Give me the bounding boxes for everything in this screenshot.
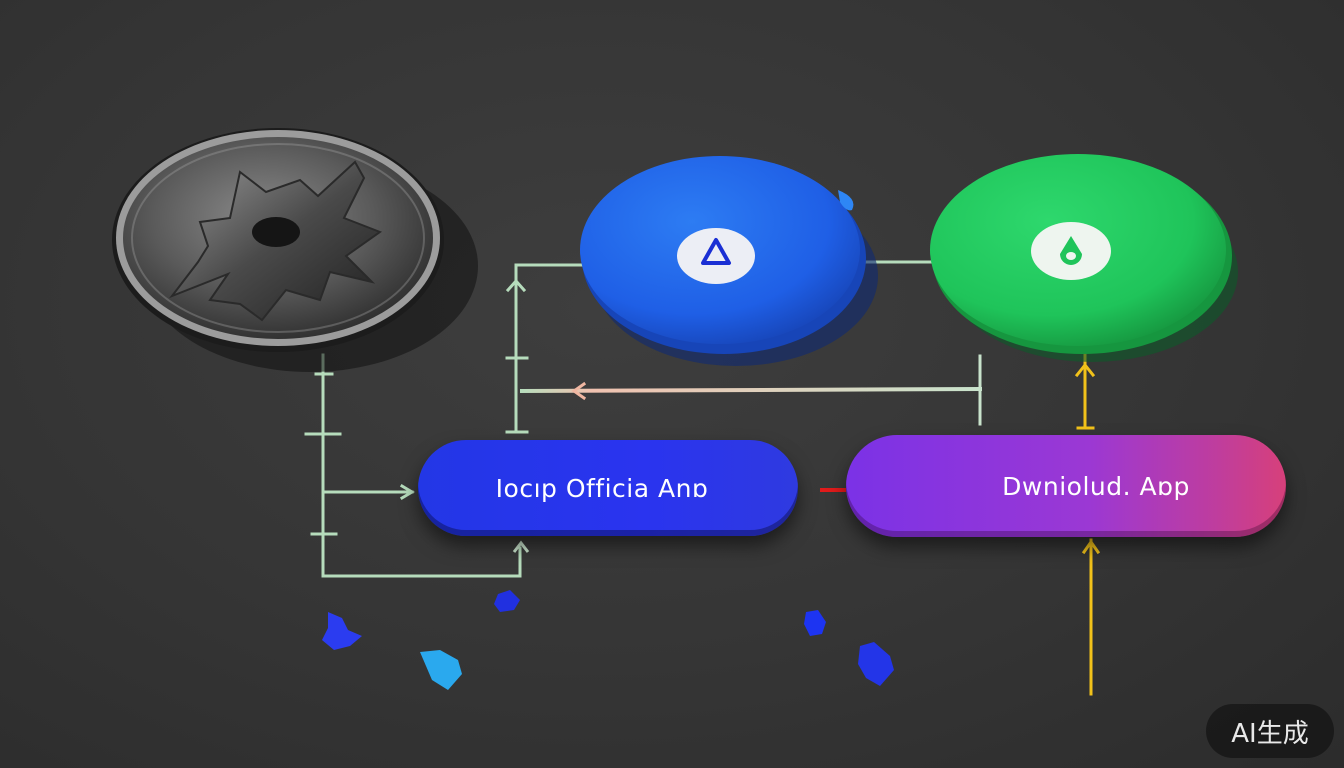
droplet-icon: [1060, 236, 1082, 265]
connector-yellow: [1074, 350, 1101, 696]
connector-small-arrow: [512, 540, 530, 553]
triangle-icon: [701, 238, 731, 265]
decorative-shards: [322, 590, 894, 690]
official-app-label: Iocıp Officia Anɒ: [495, 473, 709, 503]
ai-generated-label: AI生成: [1231, 718, 1309, 749]
connector-return-arrow: [519, 354, 983, 426]
connector-blue-loop: [505, 263, 587, 434]
download-app-button[interactable]: Dwniolud. Aɒp: [846, 435, 1286, 537]
app-green-node[interactable]: [930, 154, 1238, 362]
connector-gear-to-official: [304, 353, 522, 578]
gear-icon: [169, 160, 383, 322]
settings-node[interactable]: [112, 128, 478, 372]
app-blue-node[interactable]: [580, 156, 878, 366]
official-app-button[interactable]: Iocıp Officia Anɒ: [418, 440, 798, 536]
download-app-label: Dwniolud. Aɒp: [1002, 471, 1190, 501]
ai-generated-badge: AI生成: [1206, 704, 1334, 758]
